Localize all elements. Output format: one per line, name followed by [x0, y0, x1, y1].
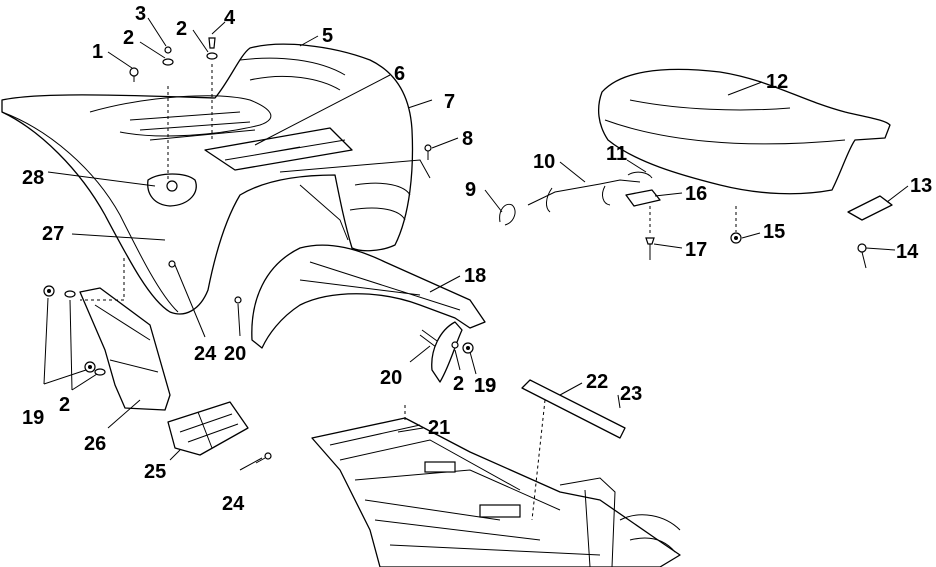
callout-12: 12 [766, 71, 788, 93]
footrest [167, 401, 249, 456]
callout-23: 23 [620, 383, 642, 405]
callout-10: 10 [533, 151, 555, 173]
callout-24: 24 [194, 343, 217, 365]
bracket-13 [847, 195, 893, 221]
callout-25: 25 [144, 461, 166, 483]
seat [597, 68, 891, 195]
callout-7: 7 [444, 91, 455, 113]
leader-lines [43, 17, 909, 521]
callout-18: 18 [464, 265, 486, 287]
callout-26: 26 [84, 433, 106, 455]
mud-flap [79, 287, 171, 411]
callout-8: 8 [462, 128, 473, 150]
callout-labels: 1 2 3 2 4 5 6 7 8 9 10 11 12 13 14 15 16… [22, 3, 932, 515]
callout-19: 19 [22, 407, 44, 429]
callout-15: 15 [763, 221, 785, 243]
bracket-16 [625, 189, 661, 207]
callout-19: 19 [474, 375, 496, 397]
callout-28: 28 [22, 167, 44, 189]
callout-2: 2 [453, 373, 464, 395]
rear-fender-assembly [1, 43, 431, 315]
callout-14: 14 [896, 241, 919, 263]
callout-2: 2 [59, 394, 70, 416]
latch-11 [627, 171, 653, 179]
callout-3: 3 [135, 3, 146, 25]
callout-6: 6 [394, 63, 405, 85]
clip-9 [499, 203, 516, 226]
callout-13: 13 [910, 175, 932, 197]
callout-22: 22 [586, 371, 608, 393]
cable-10 [527, 179, 641, 206]
callout-4: 4 [224, 7, 236, 29]
callout-24: 24 [222, 493, 245, 515]
bracket-22 [521, 379, 626, 439]
frame [311, 417, 681, 567]
callout-27: 27 [42, 223, 64, 245]
callout-20: 20 [380, 367, 402, 389]
callout-16: 16 [685, 183, 707, 205]
callout-20: 20 [224, 343, 246, 365]
fasteners [43, 37, 867, 464]
callout-9: 9 [465, 179, 476, 201]
lower-fender-panel [251, 244, 486, 349]
callout-19: 19 [474, 375, 496, 397]
callout-11: 11 [606, 143, 627, 165]
callout-2: 2 [123, 27, 134, 49]
callout-2: 2 [176, 18, 187, 40]
callout-21: 21 [428, 417, 450, 439]
callout-17: 17 [685, 239, 707, 261]
callout-5: 5 [322, 25, 333, 47]
callout-1: 1 [92, 41, 103, 63]
